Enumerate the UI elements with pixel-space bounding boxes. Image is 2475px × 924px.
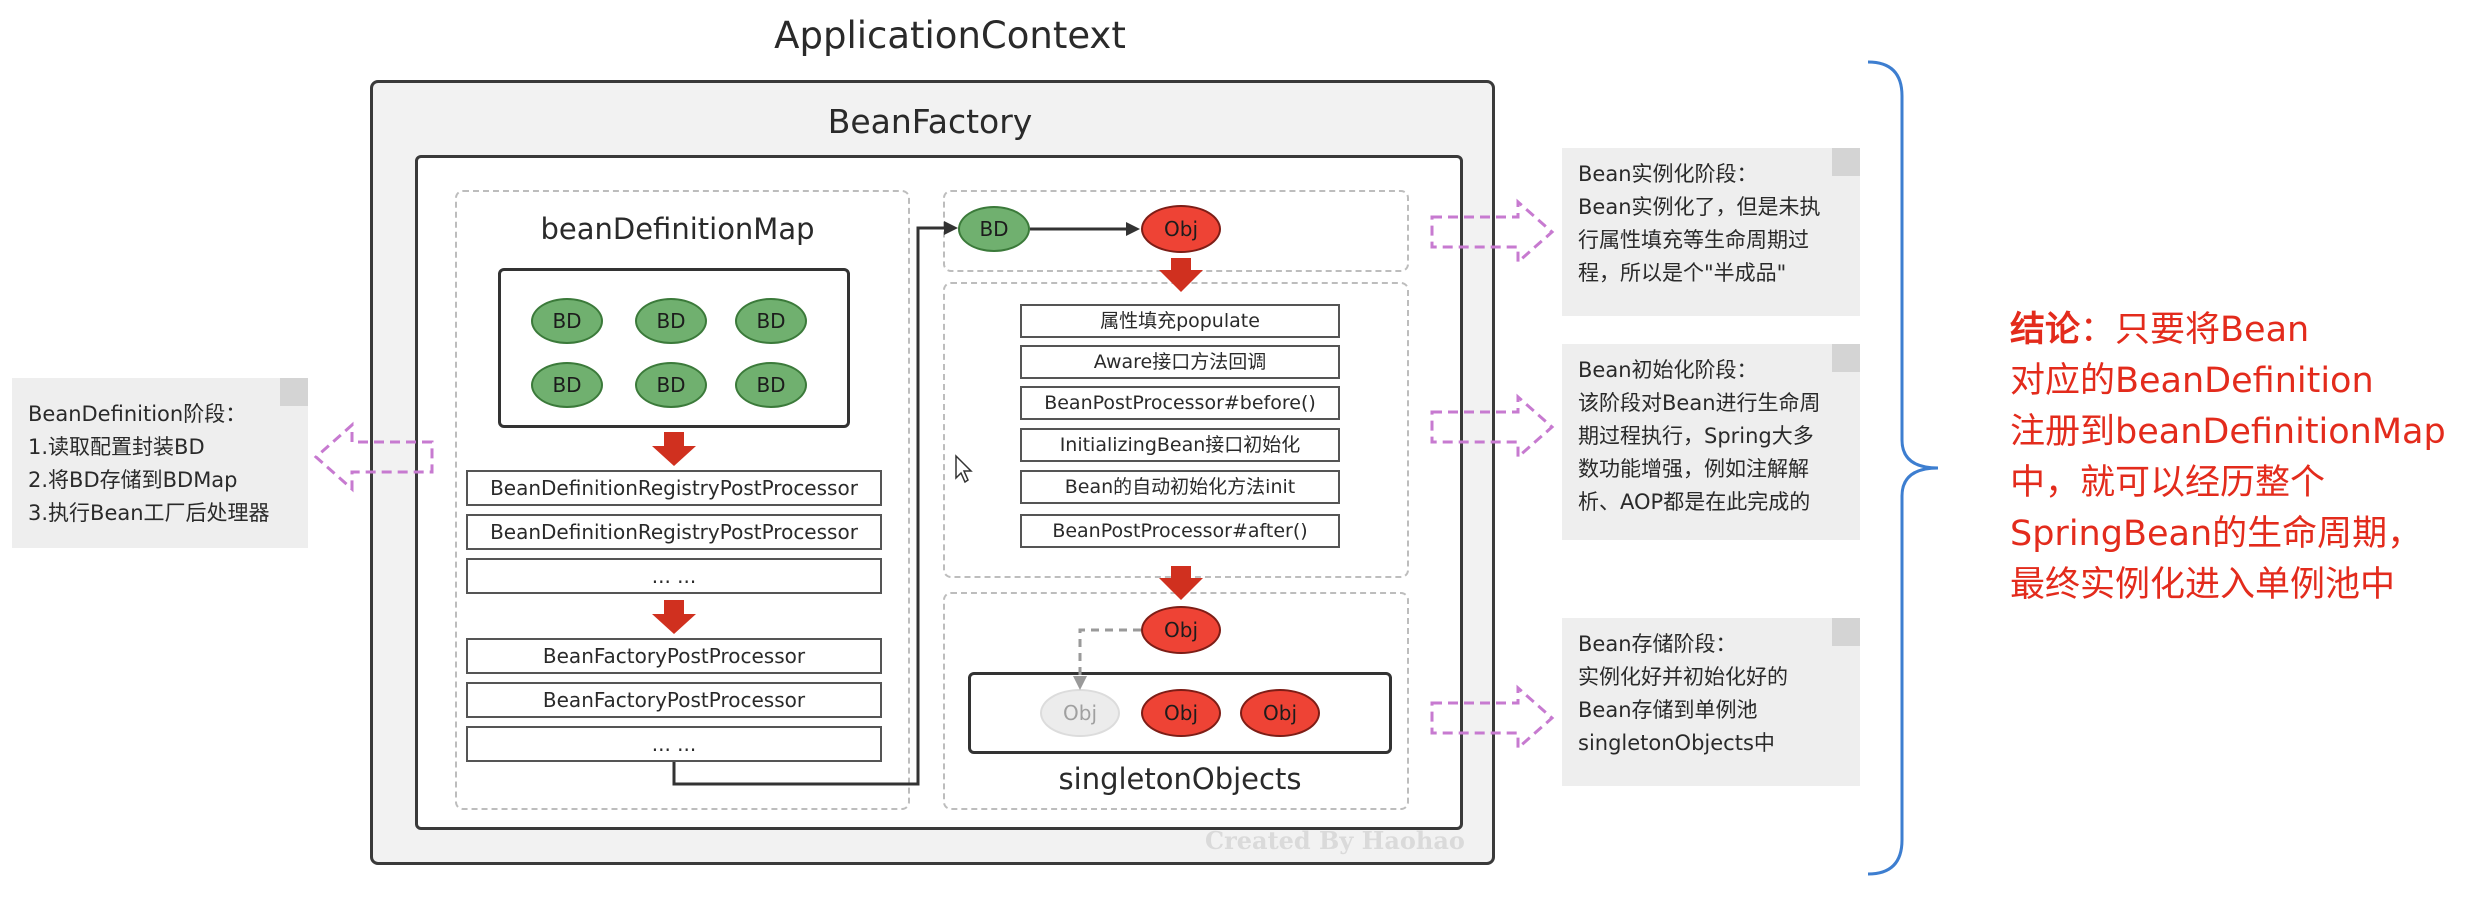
note-initialization-stage: Bean初始化阶段： 该阶段对Bean进行生命周 期过程执行，Spring大多 …	[1562, 344, 1860, 540]
note-line: singletonObjects中	[1578, 731, 1775, 755]
definition-region	[455, 190, 910, 810]
note-line: 数功能增强，例如注解解	[1578, 457, 1809, 481]
obj-node-singleton: Obj	[1240, 689, 1320, 737]
note-line: Bean实例化了，但是未执	[1578, 195, 1821, 219]
brace	[1867, 60, 1939, 876]
conclusion: 结论：只要将Bean 对应的BeanDefinition 注册到beanDefi…	[2010, 305, 2475, 611]
bean-factory-title: BeanFactory	[827, 102, 1033, 141]
red-down-arrow	[652, 600, 696, 634]
instantiate-arrowhead	[1126, 222, 1140, 236]
note-line: 行属性填充等生命周期过	[1578, 228, 1809, 252]
obj-node-placeholder: Obj	[1040, 689, 1120, 737]
note-instantiation-stage: Bean实例化阶段： Bean实例化了，但是未执 行属性填充等生命周期过 程，所…	[1562, 148, 1860, 316]
mouse-cursor-icon	[955, 454, 973, 484]
bd-node: BD	[735, 362, 807, 408]
conclusion-label: 结论	[2010, 310, 2081, 350]
registry-post-processor-ellipsis: ... ...	[466, 558, 882, 594]
bd-node: BD	[735, 298, 807, 344]
watermark: Created By Haohao	[1205, 826, 1465, 855]
conclusion-line: 对应的BeanDefinition	[2010, 361, 2374, 401]
note-heading: Bean初始化阶段：	[1578, 358, 1758, 382]
conclusion-line: 中，就可以经历整个	[2010, 463, 2326, 503]
note-fold-icon	[1832, 344, 1860, 372]
note-line: 该阶段对Bean进行生命周	[1578, 391, 1821, 415]
singleton-objects-title: singletonObjects	[1058, 762, 1302, 796]
obj-node-initialized: Obj	[1141, 606, 1221, 654]
dashed-arrowhead	[1073, 676, 1087, 690]
red-down-arrow	[1159, 566, 1203, 600]
note-line: 2.将BD存储到BDMap	[28, 468, 238, 492]
bd-node: BD	[531, 298, 603, 344]
conclusion-line: SpringBean的生命周期，	[2010, 514, 2423, 554]
conclusion-text: 只要将Bean	[2115, 310, 2310, 350]
note-line: Bean存储到单例池	[1578, 698, 1758, 722]
red-down-arrow	[652, 432, 696, 466]
bean-definition-map-title: beanDefinitionMap	[540, 212, 815, 246]
bd-node-instantiate: BD	[958, 206, 1030, 252]
application-context-title: ApplicationContext	[774, 14, 1126, 57]
conclusion-line: 结论：只要将Bean	[2010, 305, 2475, 356]
lifecycle-step: Bean的自动初始化方法init	[1020, 470, 1340, 504]
factory-post-processor: BeanFactoryPostProcessor	[466, 638, 882, 674]
conclusion-line: 注册到beanDefinitionMap	[2010, 412, 2446, 452]
note-line: 1.读取配置封装BD	[28, 435, 205, 459]
obj-node-singleton: Obj	[1141, 689, 1221, 737]
conclusion-colon: ：	[2080, 310, 2116, 350]
lifecycle-step: 属性填充populate	[1020, 304, 1340, 338]
note-heading: Bean存储阶段：	[1578, 632, 1737, 656]
red-down-arrow	[1159, 258, 1203, 292]
lifecycle-step: BeanPostProcessor#before()	[1020, 386, 1340, 420]
note-line: 实例化好并初始化好的	[1578, 665, 1788, 689]
note-storage-stage: Bean存储阶段： 实例化好并初始化好的 Bean存储到单例池 singleto…	[1562, 618, 1860, 786]
bd-node: BD	[635, 362, 707, 408]
obj-node-instantiated: Obj	[1141, 205, 1221, 253]
purple-arrow-right	[1430, 393, 1555, 461]
bd-node: BD	[531, 362, 603, 408]
conclusion-line: 最终实例化进入单例池中	[2010, 565, 2396, 605]
singleton-objects-box	[968, 672, 1392, 754]
note-line: 析、AOP都是在此完成的	[1578, 490, 1811, 514]
bd-node: BD	[635, 298, 707, 344]
note-fold-icon	[1832, 148, 1860, 176]
purple-arrow-left	[313, 421, 434, 493]
note-bean-definition-stage: BeanDefinition阶段： 1.读取配置封装BD 2.将BD存储到BDM…	[12, 378, 308, 548]
factory-post-processor: BeanFactoryPostProcessor	[466, 682, 882, 718]
note-heading: Bean实例化阶段：	[1578, 162, 1758, 186]
lifecycle-step: Aware接口方法回调	[1020, 345, 1340, 379]
lifecycle-step: BeanPostProcessor#after()	[1020, 514, 1340, 548]
purple-arrow-right	[1430, 684, 1555, 752]
flow-arrowhead	[944, 221, 958, 235]
note-fold-icon	[1832, 618, 1860, 646]
dashed-connector	[1078, 628, 1141, 678]
flow-connector	[672, 226, 948, 786]
lifecycle-step: InitializingBean接口初始化	[1020, 428, 1340, 462]
registry-post-processor: BeanDefinitionRegistryPostProcessor	[466, 514, 882, 550]
note-heading: BeanDefinition阶段：	[28, 402, 247, 426]
purple-arrow-right	[1430, 198, 1555, 266]
note-fold-icon	[280, 378, 308, 406]
note-line: 3.执行Bean工厂后处理器	[28, 501, 270, 525]
note-line: 期过程执行，Spring大多	[1578, 424, 1814, 448]
note-line: 程，所以是个"半成品"	[1578, 261, 1787, 285]
registry-post-processor: BeanDefinitionRegistryPostProcessor	[466, 470, 882, 506]
factory-post-processor-ellipsis: ... ...	[466, 726, 882, 762]
